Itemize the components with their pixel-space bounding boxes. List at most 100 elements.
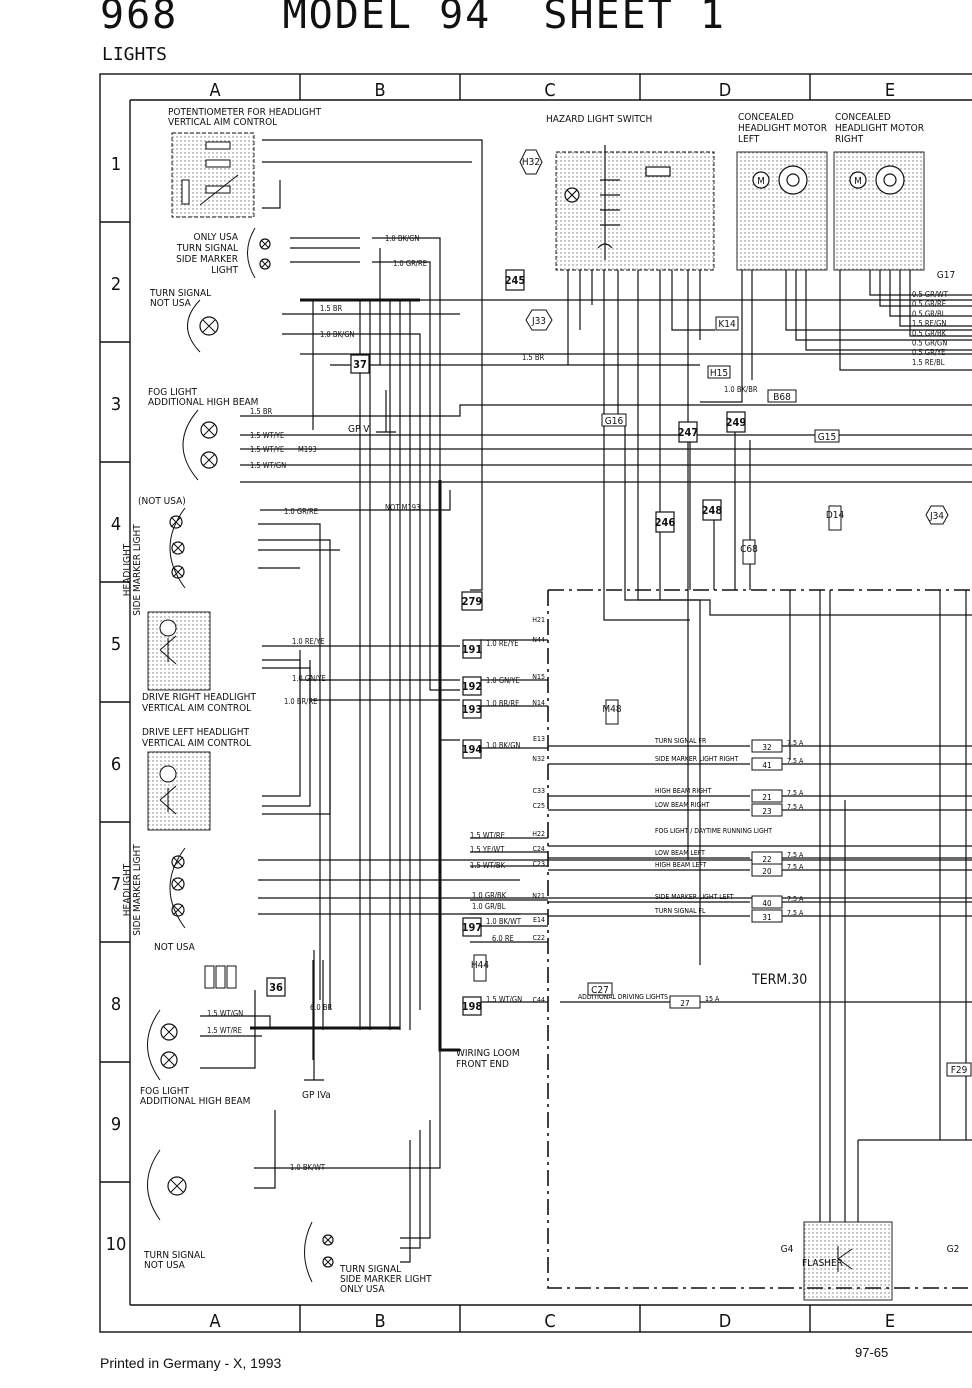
- bus-wire-label: 1.5 RE/GN: [912, 319, 946, 328]
- headlight-label: HEADLIGHT: [122, 543, 133, 596]
- fuse-box: [751, 803, 783, 817]
- wire-label: 1.5 WT/BK: [470, 861, 506, 870]
- bus-wire-label: 0.5 GR/GN: [912, 339, 947, 348]
- fuse-number: 20: [762, 867, 772, 876]
- pin-label: E14: [533, 916, 545, 924]
- connector-box-number: 194: [462, 743, 483, 756]
- drive-left-label: DRIVE LEFT HEADLIGHT: [142, 727, 249, 738]
- row-label: 9: [111, 1114, 121, 1135]
- side-marker-top-label: LIGHT: [211, 265, 238, 276]
- connector-box-number: 246: [655, 516, 676, 529]
- wire-label: 1.0 RE/YE: [486, 639, 518, 648]
- row-label: 4: [111, 514, 121, 535]
- pin-label: C33: [533, 787, 545, 795]
- wire-label: 1.5 WT/YE: [250, 445, 284, 454]
- drive-left-label: VERTICAL AIM CONTROL: [142, 738, 251, 749]
- wire-label: 1.5 WT/GN: [486, 995, 522, 1004]
- wire-label: 1.0 BK/GN: [385, 234, 419, 243]
- not-usa-label: (NOT USA): [138, 496, 186, 507]
- wire-label: 1.5 WT/GN: [207, 1009, 243, 1018]
- wire-label: 1.0 BR/RE: [486, 699, 519, 708]
- concealed-right-label: HEADLIGHT MOTOR: [835, 123, 924, 134]
- ground-gpv-label: GP V: [348, 424, 370, 435]
- wire-label: 1.0 GR/BK: [472, 891, 507, 900]
- page-title: 968 MODEL 94 SHEET 1: [100, 0, 726, 38]
- connector-box-number: 198: [462, 1000, 483, 1013]
- hazard-switch-label: HAZARD LIGHT SWITCH: [546, 114, 652, 125]
- pin-label: N32: [532, 755, 545, 763]
- fog-light-bottom-label: FOG LIGHT: [140, 1086, 189, 1097]
- column-label-bottom: E: [885, 1311, 895, 1332]
- row-label: 5: [111, 634, 121, 655]
- wire-label: 1.0 GN/YE: [486, 676, 520, 685]
- fuse-label: LOW BEAM LEFT: [655, 849, 705, 857]
- fuse-label: FOG LIGHT / DAYTIME RUNNING LIGHT: [655, 827, 772, 835]
- svg-text:M: M: [757, 176, 765, 187]
- connector-box-number: 36: [269, 981, 283, 994]
- pin-label: C22: [533, 934, 545, 942]
- fuse-amp: 7.5 A: [787, 909, 804, 917]
- column-label-bottom: D: [719, 1311, 731, 1332]
- column-label-bottom: B: [374, 1311, 385, 1332]
- row-label: 3: [111, 394, 121, 415]
- bulb-crosses: [147, 227, 853, 1283]
- connector-box-number: 247: [678, 426, 699, 439]
- flasher-label: FLASHER: [802, 1258, 843, 1269]
- fuse-number: 40: [762, 899, 772, 908]
- wire-label: 1.5 BR: [522, 353, 544, 362]
- fuse-amp: 7.5 A: [787, 863, 804, 871]
- plug-label: G4: [781, 1244, 794, 1255]
- bundle-lines: [250, 298, 460, 1052]
- column-label-bottom: A: [209, 1311, 220, 1332]
- page-subtitle: LIGHTS: [102, 44, 168, 65]
- row-label: 2: [111, 274, 121, 295]
- headlight-label: HEADLIGHT: [122, 863, 133, 916]
- component-shading: [147, 132, 925, 1301]
- plug-label: K14: [718, 319, 736, 330]
- side-marker-top-label: TURN SIGNAL: [176, 243, 238, 254]
- connector-box-number: 192: [462, 680, 483, 693]
- concealed-left-label: CONCEALED: [738, 112, 794, 123]
- fuse-label: TURN SIGNAL FL: [654, 907, 706, 915]
- wire-labels: 1.0 BK/GN1.0 GR/RE1.5 BR1.0 BK/GN1.5 BR1…: [207, 234, 758, 1172]
- connector-box-number: 197: [462, 921, 483, 934]
- plug-label: G17: [937, 270, 955, 281]
- plug-label: J33: [531, 316, 546, 327]
- turn-signal-top-label: TURN SIGNAL: [149, 288, 211, 299]
- fog-light-top-label: FOG LIGHT: [148, 387, 197, 398]
- pin-label: H21: [532, 616, 545, 624]
- fuse-number: 41: [762, 761, 771, 770]
- plug-tags: [204, 149, 972, 1077]
- row-label: 1: [111, 154, 121, 175]
- plug-label: C68: [740, 544, 758, 555]
- fuse-box: [751, 757, 783, 771]
- svg-text:M: M: [854, 176, 862, 187]
- potentiometer-symbol: [181, 141, 239, 206]
- footer-page-number: 97-65: [855, 1345, 889, 1360]
- column-label-top: E: [885, 80, 895, 101]
- fuse-amp: 7.5 A: [787, 739, 804, 747]
- fuse-label: LOW BEAM RIGHT: [655, 801, 710, 809]
- fuse-amp: 15 A: [705, 995, 720, 1003]
- not-usa-plain-label: NOT USA: [154, 942, 196, 953]
- bus-wire-label: 0.5 GR/BL: [912, 309, 946, 318]
- pin-label: N14: [532, 699, 545, 707]
- drive-right-label: VERTICAL AIM CONTROL: [142, 703, 251, 714]
- row-label: 6: [111, 754, 121, 775]
- pin-label: N15: [532, 673, 545, 681]
- wire-label: 1.0 BK/WT: [290, 1163, 326, 1172]
- column-label-top: A: [209, 80, 220, 101]
- fuse-label: TURN SIGNAL FR: [654, 737, 707, 745]
- fuse-amp: 7.5 A: [787, 803, 804, 811]
- pin-label: H22: [532, 830, 545, 838]
- fuse-number: 21: [762, 793, 771, 802]
- row-label: 10: [106, 1234, 127, 1255]
- bus-wire-label: 1.5 RE/BL: [912, 358, 945, 367]
- wire-label: 1.0 RE/YE: [292, 637, 324, 646]
- wire-label: NOT M193: [385, 503, 420, 512]
- wiring-loom-label: WIRING LOOM: [456, 1048, 520, 1059]
- connector-box-number: 249: [726, 416, 747, 429]
